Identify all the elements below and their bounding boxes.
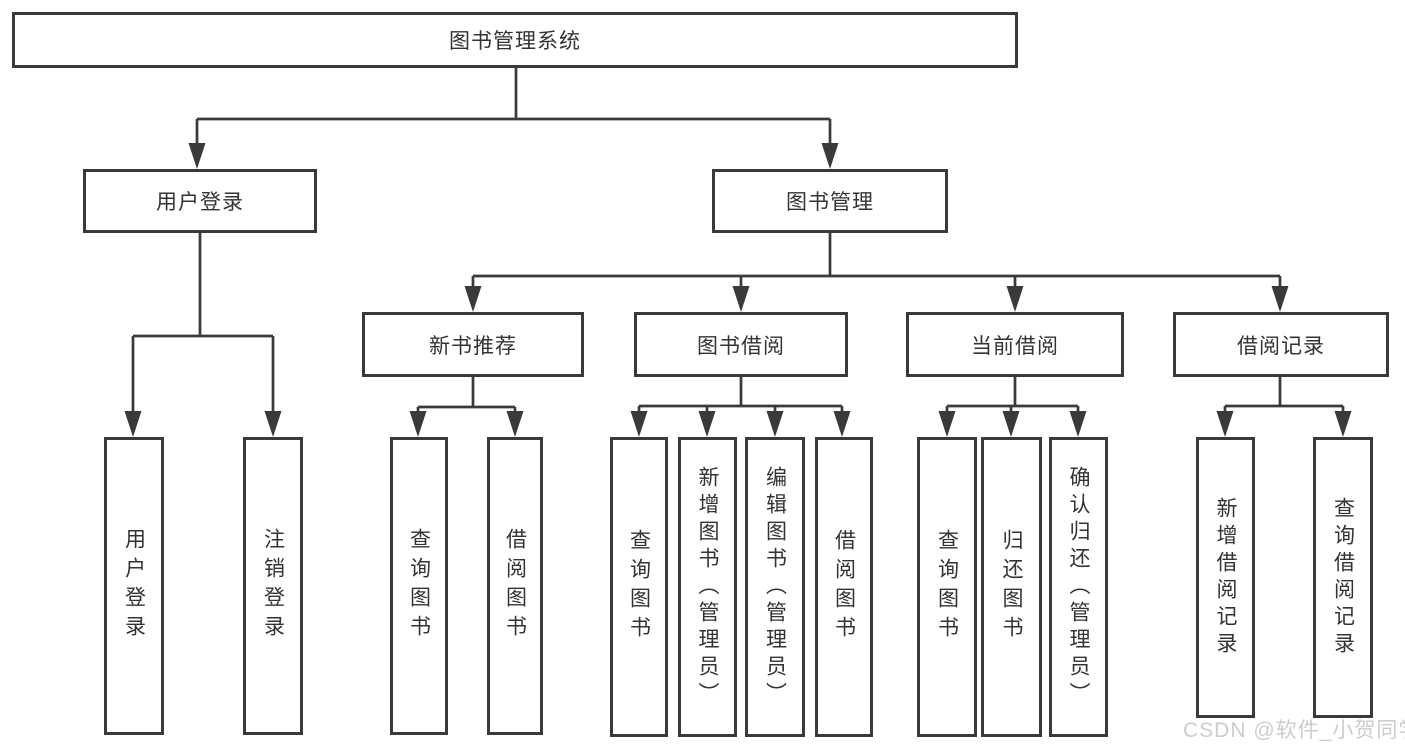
node-current-borrow-label: 当前借阅 <box>971 334 1059 358</box>
node-new-book-recommend-label: 新书推荐 <box>429 334 517 358</box>
leaf-query-borrow-record-label: 查询借阅记录 <box>1331 496 1355 659</box>
leaf-add-book-admin: 新增图书（管理员） <box>678 437 737 737</box>
leaf-add-book-admin-label: 新增图书（管理员） <box>696 465 719 709</box>
leaf-confirm-return-admin: 确认归还（管理员） <box>1049 437 1108 737</box>
leaf-borrow-query-books: 查询图书 <box>610 437 668 737</box>
leaf-user-login-label: 用户登录 <box>122 528 146 644</box>
node-user-login: 用户登录 <box>83 169 317 233</box>
leaf-edit-book-admin: 编辑图书（管理员） <box>745 437 805 737</box>
node-borrow-records: 借阅记录 <box>1173 312 1389 377</box>
node-book-management: 图书管理 <box>712 169 948 233</box>
leaf-logout: 注销登录 <box>243 437 303 735</box>
leaf-user-login: 用户登录 <box>104 437 164 735</box>
node-user-login-label: 用户登录 <box>156 191 244 214</box>
node-borrow-records-label: 借阅记录 <box>1237 334 1325 358</box>
leaf-newbooks-borrow-books-label: 借阅图书 <box>503 528 527 644</box>
csdn-watermark: CSDN @软件_小贺同学 <box>1183 719 1405 742</box>
leaf-newbooks-query-books: 查询图书 <box>390 437 448 735</box>
leaf-edit-book-admin-label: 编辑图书（管理员） <box>763 465 787 709</box>
leaf-logout-label: 注销登录 <box>261 528 285 644</box>
leaf-borrow-query-books-label: 查询图书 <box>627 529 651 645</box>
leaf-current-query-books-label: 查询图书 <box>935 529 959 645</box>
leaf-borrow-borrow-books-label: 借阅图书 <box>832 529 856 645</box>
node-book-borrow: 图书借阅 <box>634 312 848 377</box>
node-current-borrow: 当前借阅 <box>906 312 1124 377</box>
leaf-query-borrow-record: 查询借阅记录 <box>1313 437 1373 718</box>
leaf-confirm-return-admin-label: 确认归还（管理员） <box>1067 465 1090 709</box>
node-root-label: 图书管理系统 <box>449 30 581 53</box>
leaf-newbooks-borrow-books: 借阅图书 <box>487 437 543 735</box>
leaf-current-query-books: 查询图书 <box>917 437 977 737</box>
leaf-add-borrow-record: 新增借阅记录 <box>1196 437 1255 718</box>
node-root: 图书管理系统 <box>12 12 1018 68</box>
node-book-borrow-label: 图书借阅 <box>697 334 785 358</box>
node-new-book-recommend: 新书推荐 <box>362 312 584 377</box>
leaf-borrow-borrow-books: 借阅图书 <box>815 437 873 737</box>
leaf-add-borrow-record-label: 新增借阅记录 <box>1214 496 1237 659</box>
leaf-return-books-label: 归还图书 <box>1000 529 1023 645</box>
node-book-management-label: 图书管理 <box>786 191 874 214</box>
leaf-newbooks-query-books-label: 查询图书 <box>407 528 431 644</box>
leaf-return-books: 归还图书 <box>981 437 1042 737</box>
